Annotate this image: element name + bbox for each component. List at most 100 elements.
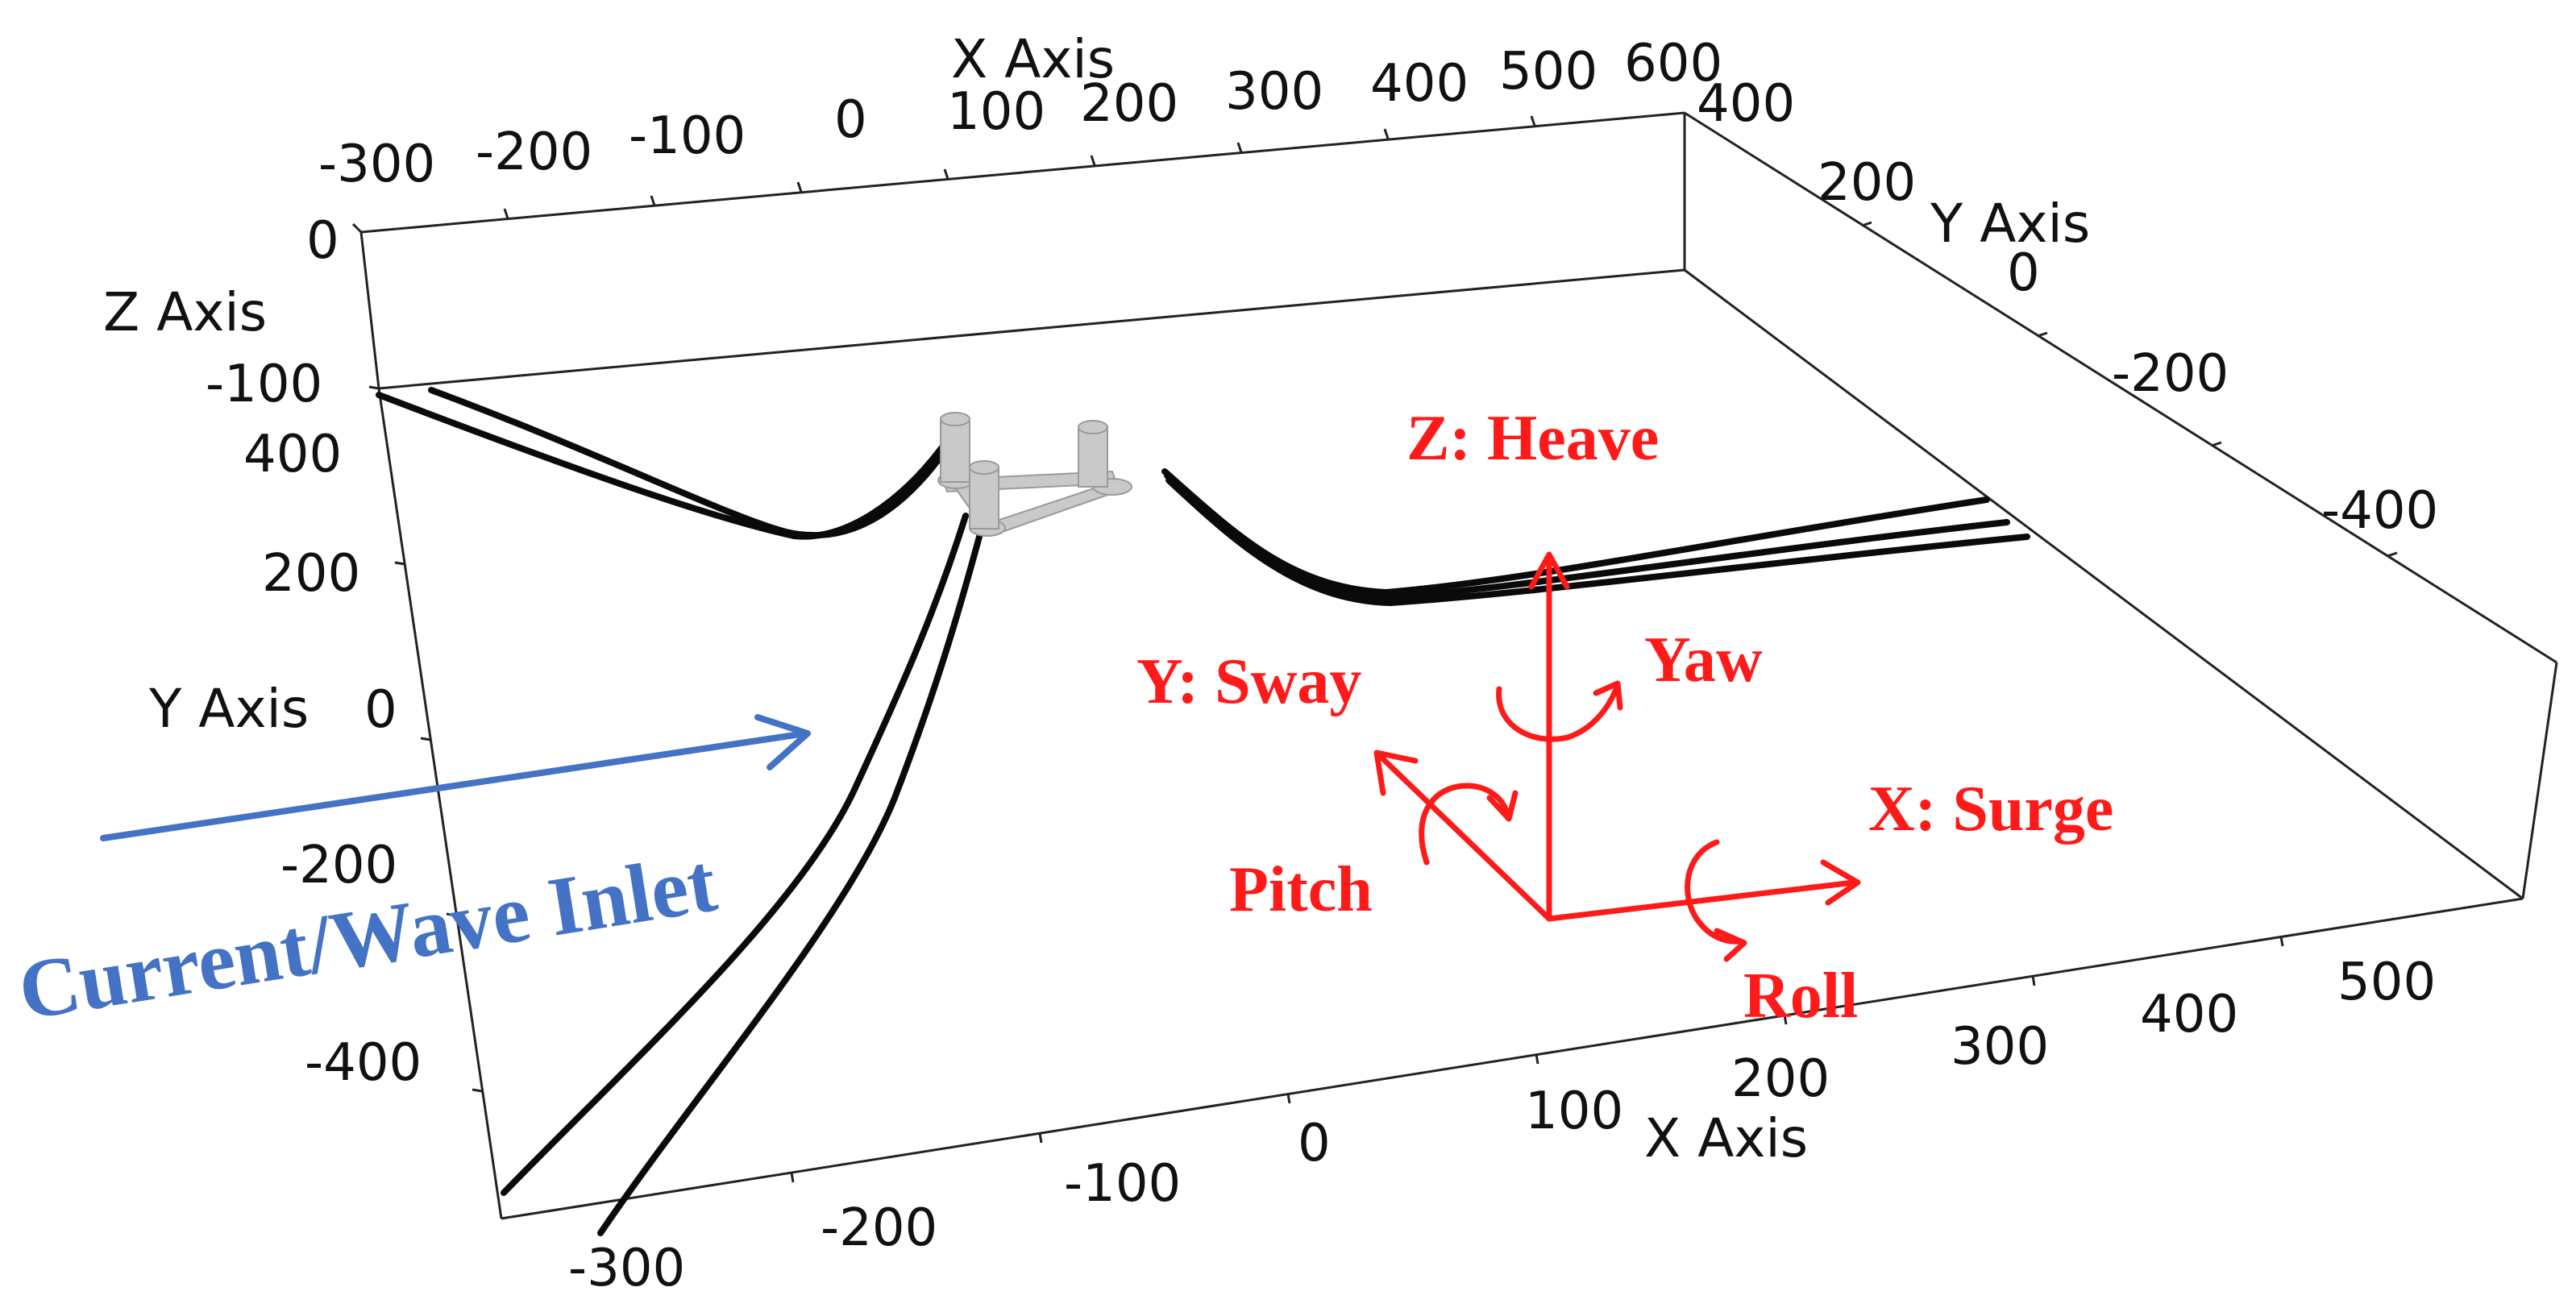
tick-label: 300 xyxy=(1951,1017,2049,1077)
tick-mark xyxy=(1783,1014,1788,1025)
tick-label: 100 xyxy=(947,82,1045,142)
frame-floor-back-edge xyxy=(378,268,1685,390)
tick-mark xyxy=(446,912,457,917)
tick-label: 600 xyxy=(1624,34,1722,93)
tick-mark xyxy=(1383,128,1390,139)
tick-mark xyxy=(796,181,803,193)
tick-label: -300 xyxy=(318,135,435,194)
tick-mark xyxy=(1038,1132,1043,1144)
platform-column-front xyxy=(969,467,999,529)
tick-mark xyxy=(1286,1093,1291,1104)
sway-arrow-head xyxy=(1373,750,1419,796)
tick-mark xyxy=(2211,441,2222,447)
platform-column-front-top xyxy=(969,460,999,475)
yaw-rotation-arc xyxy=(1496,686,1619,742)
tick-mark xyxy=(394,561,405,566)
tick-label: -100 xyxy=(629,106,746,166)
tick-mark xyxy=(2387,551,2398,558)
bounding-box-frame xyxy=(359,111,2558,1220)
tick-mark xyxy=(2279,936,2284,947)
tick-mark xyxy=(1530,115,1536,127)
mooring-line-upper-left-1 xyxy=(376,392,945,540)
tick-label: -200 xyxy=(2112,344,2229,404)
tick-label: 200 xyxy=(1080,74,1178,134)
platform-column-left-top xyxy=(940,412,970,426)
surge-arrow-head xyxy=(1820,859,1861,906)
yaw-rotation-head xyxy=(1593,680,1623,711)
mooring-line-lower-left-2 xyxy=(597,513,988,1236)
heave-arrow-head xyxy=(1528,551,1570,590)
inlet-arrow xyxy=(100,714,811,841)
yaw-label: Yaw xyxy=(1644,625,1763,696)
tick-label: 400 xyxy=(243,425,342,484)
tick-label: -200 xyxy=(821,1198,937,1258)
frame-front-edge xyxy=(501,897,2524,1220)
tick-mark xyxy=(472,1088,483,1093)
y-axis-title-left: Y Axis xyxy=(148,678,309,740)
tick-mark xyxy=(351,222,363,234)
floating-platform xyxy=(937,412,1132,537)
tick-label: -400 xyxy=(2321,481,2438,541)
x-axis-title-top: X Axis xyxy=(951,28,1115,90)
frame-left-floor-edge xyxy=(377,388,503,1219)
tick-label: -200 xyxy=(476,122,592,182)
tick-marks xyxy=(351,115,2398,1183)
platform-column-left xyxy=(940,418,970,483)
platform-pontoon-front xyxy=(986,482,1114,537)
tick-mark xyxy=(2031,975,2036,986)
frame-right-front-vertical xyxy=(2521,662,2558,899)
tick-label: 0 xyxy=(364,680,397,740)
tick-mark xyxy=(368,385,380,390)
pitch-label: Pitch xyxy=(1229,854,1373,925)
mooring-line-lower-left-1 xyxy=(501,513,969,1196)
tick-label: -200 xyxy=(280,836,397,895)
tick-mark xyxy=(943,168,949,180)
roll-rotation-head xyxy=(1714,928,1747,962)
tick-mark xyxy=(2037,331,2048,338)
tick-mark xyxy=(503,208,509,219)
frame-left-back-vertical xyxy=(359,231,380,389)
tick-label: 100 xyxy=(1525,1082,1623,1141)
tick-label: -100 xyxy=(1064,1154,1181,1214)
tick-label: -400 xyxy=(305,1033,422,1093)
y-right-tick-labels: 400 200 0 -200 -400 xyxy=(1697,74,2438,541)
tick-label: 500 xyxy=(2337,953,2436,1012)
y-axis-title-right: Y Axis xyxy=(1930,193,2090,255)
tick-label: 500 xyxy=(1499,42,1598,102)
tick-label: 0 xyxy=(1298,1114,1331,1173)
pitch-rotation-arc xyxy=(1419,783,1510,866)
sway-label: Y: Sway xyxy=(1136,646,1361,717)
inlet-arrow-head xyxy=(754,714,811,770)
tick-label: 200 xyxy=(1818,153,1916,213)
tick-label: 400 xyxy=(1370,54,1469,114)
roll-label: Roll xyxy=(1743,961,1858,1032)
tick-label: 0 xyxy=(2007,243,2040,303)
tick-label: 400 xyxy=(1697,74,1795,134)
roll-rotation-arc xyxy=(1685,839,1744,945)
x-bottom-tick-labels: -300 -200 -100 0 100 200 300 400 500 xyxy=(568,953,2436,1298)
platform-column-right-top xyxy=(1078,420,1108,434)
sway-arrow-shaft xyxy=(1377,753,1552,922)
x-top-tick-labels: -300 -200 -100 0 100 200 300 400 500 600 xyxy=(318,34,1722,194)
z-tick-labels: 0 -100 xyxy=(206,211,339,414)
tick-label: 0 xyxy=(306,211,339,271)
tick-label: 200 xyxy=(1731,1049,1830,1109)
tick-label: 300 xyxy=(1225,62,1323,122)
x-axis-title-bottom: X Axis xyxy=(1644,1107,1808,1169)
tick-mark xyxy=(790,1172,795,1183)
surge-arrow-shaft xyxy=(1546,879,1857,922)
pitch-rotation-head xyxy=(1486,790,1519,822)
z-axis-title: Z Axis xyxy=(103,281,267,343)
tick-mark xyxy=(420,737,431,741)
tick-label: -300 xyxy=(568,1239,685,1298)
tick-mark xyxy=(1090,155,1096,166)
mooring-lines xyxy=(376,387,2030,1236)
platform-column-right xyxy=(1078,426,1108,488)
tick-mark xyxy=(1535,1053,1539,1065)
surge-label: X: Surge xyxy=(1868,774,2113,845)
mooring-line-upper-left-2 xyxy=(428,387,948,539)
heave-label: Z: Heave xyxy=(1406,403,1659,474)
dof-axes xyxy=(1373,551,1861,962)
